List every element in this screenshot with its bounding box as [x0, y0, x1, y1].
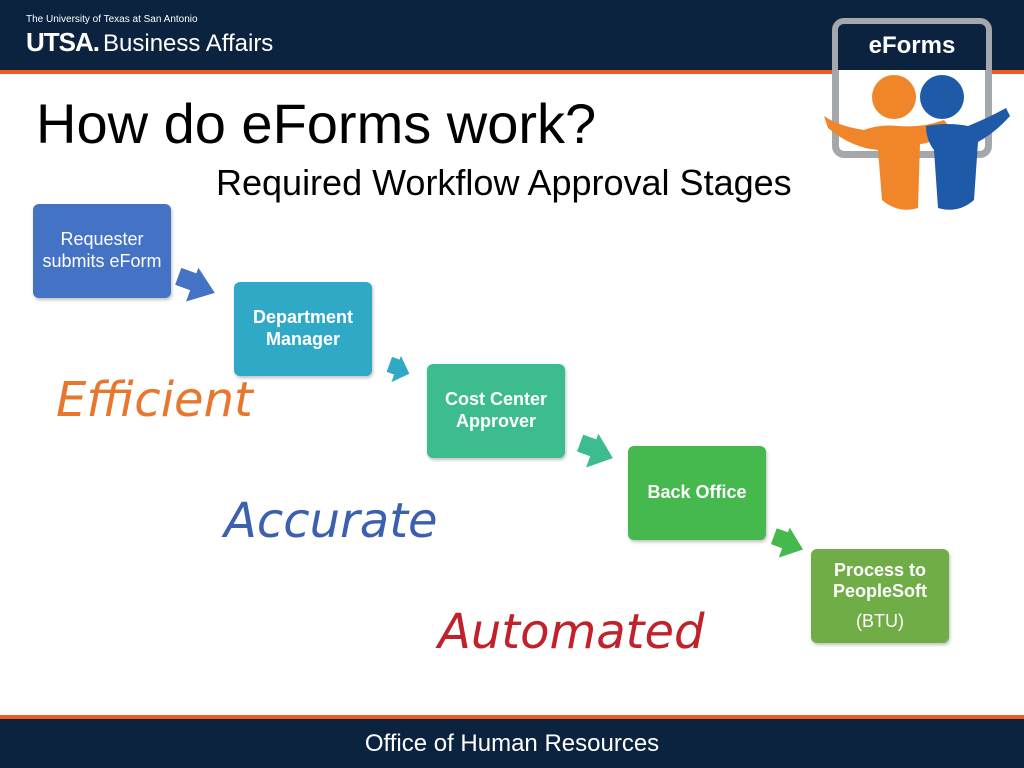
- header-accent-stripe: [0, 70, 1024, 74]
- brand-logo: UTSA.Business Affairs: [26, 27, 273, 58]
- eforms-logo-tab: [838, 24, 986, 70]
- workflow-step-peoplesoft: Process to PeopleSoft (BTU): [811, 549, 949, 643]
- slide-subtitle: Required Workflow Approval Stages: [216, 162, 792, 203]
- people-icon: [824, 75, 1010, 210]
- utsa-wordmark: UTSA.: [26, 27, 100, 57]
- quality-word: Efficient: [56, 372, 253, 428]
- footer-accent-stripe: [0, 715, 1024, 719]
- step-label: Back Office: [647, 482, 747, 503]
- arrow-icon: [577, 434, 613, 468]
- quality-word: Accurate: [224, 493, 438, 549]
- step-sublabel: (BTU): [856, 610, 904, 631]
- step-label: Requester submits eForm: [42, 229, 162, 271]
- eforms-logo-label: eForms: [868, 32, 956, 59]
- blue-person-body: [926, 108, 1010, 210]
- workflow-step-requester: Requester submits eForm: [33, 204, 171, 298]
- step-label: Process to PeopleSoft: [832, 559, 927, 602]
- slide-title: How do eForms work?: [36, 92, 597, 155]
- unit-name: Business Affairs: [103, 30, 274, 57]
- automated-label: Automated: [438, 608, 704, 656]
- footer-bar: [0, 719, 1024, 768]
- arrow-icon: [175, 268, 215, 302]
- workflow-step-cost-center-approver: Cost Center Approver: [427, 364, 565, 458]
- arrow-icon: [770, 528, 804, 558]
- orange-person-body: [824, 116, 952, 210]
- university-name: The University of Texas at San Antonio: [26, 14, 198, 25]
- step-label: Cost Center Approver: [444, 389, 547, 431]
- footer-text: Office of Human Resources: [364, 730, 660, 757]
- step-label: Department Manager: [252, 307, 354, 349]
- efficient-label: Efficient: [56, 376, 253, 424]
- workflow-step-department-manager: Department Manager: [234, 282, 372, 376]
- workflow-step-back-office: Back Office: [628, 446, 766, 540]
- orange-person-head: [872, 75, 916, 119]
- blue-person-head: [920, 75, 964, 119]
- accurate-label: Accurate: [224, 497, 438, 545]
- quality-word: Automated: [438, 604, 705, 660]
- arrow-icon: [386, 356, 410, 383]
